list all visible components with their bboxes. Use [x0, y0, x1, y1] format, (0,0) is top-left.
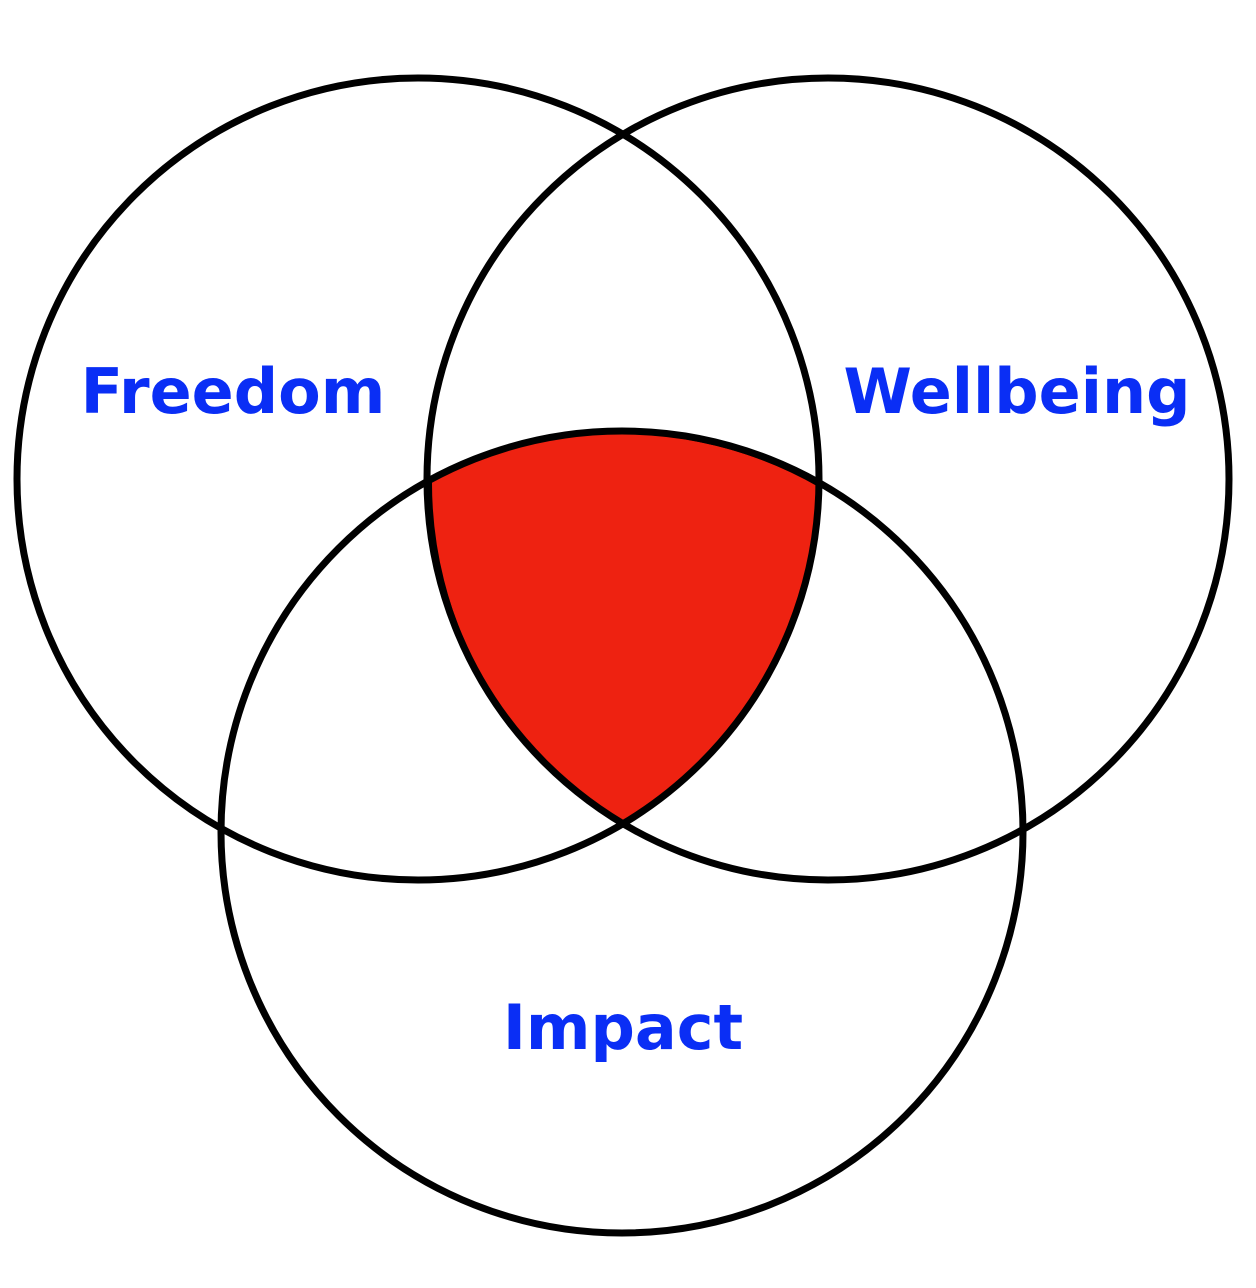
impact-label: Impact: [503, 991, 743, 1064]
impact-circle: [217, 427, 1027, 1237]
freedom-label: Freedom: [81, 355, 386, 428]
triple-intersection-region: [429, 431, 821, 827]
wellbeing-label: Wellbeing: [844, 355, 1191, 428]
